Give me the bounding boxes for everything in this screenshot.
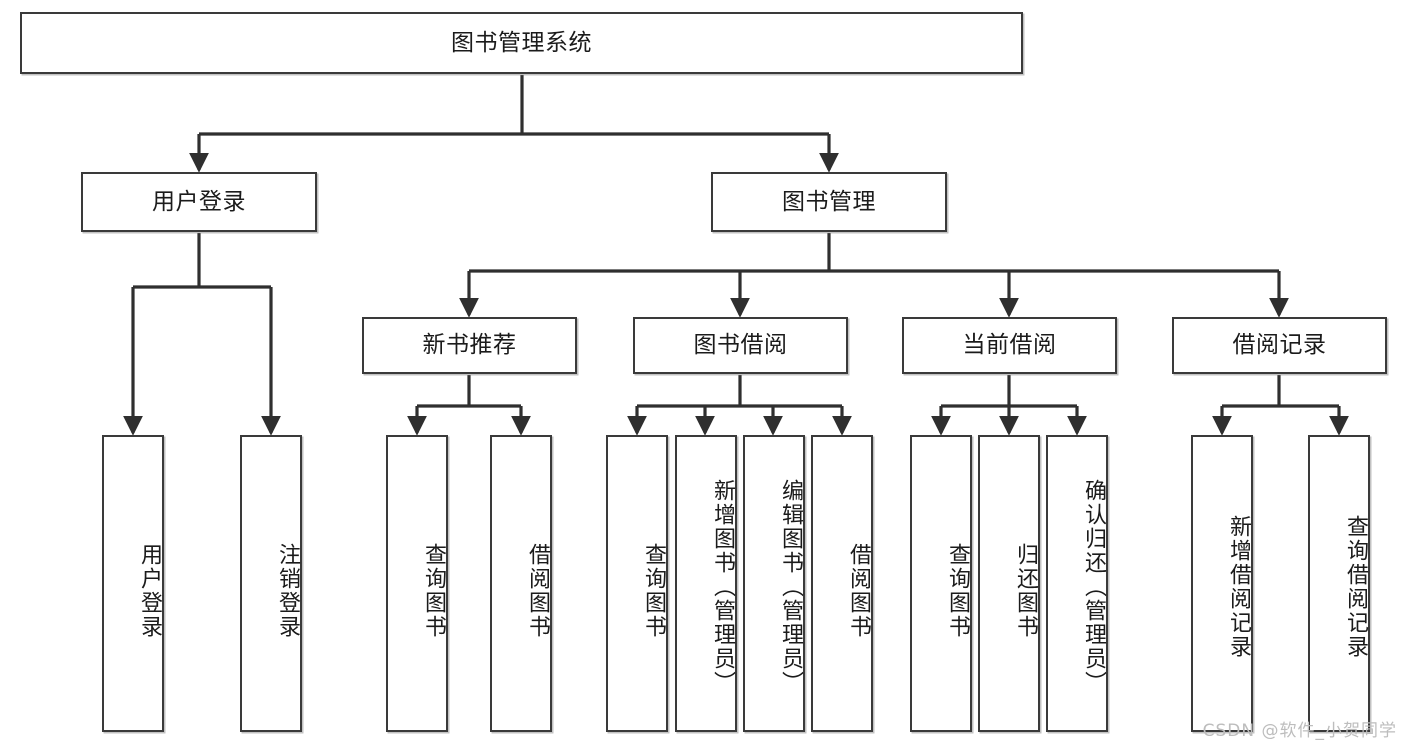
node-new-book-recommend[interactable]: 新书推荐 <box>362 317 577 374</box>
node-borrow-record[interactable]: 借阅记录 <box>1172 317 1387 374</box>
leaf-borrow-book-2[interactable]: 借阅图书 <box>811 435 873 732</box>
leaf-query-book-3[interactable]: 查询图书 <box>910 435 972 732</box>
node-root[interactable]: 图书管理系统 <box>20 12 1023 74</box>
node-user-login[interactable]: 用户登录 <box>81 172 317 232</box>
leaf-add-book-label: 新增图书（管理员） <box>710 478 735 695</box>
node-book-management-label: 图书管理 <box>782 188 876 215</box>
leaf-query-book-3-label: 查询图书 <box>945 542 970 639</box>
leaf-user-login[interactable]: 用户登录 <box>102 435 164 732</box>
leaf-borrow-book-2-label: 借阅图书 <box>846 542 871 639</box>
leaf-add-record[interactable]: 新增借阅记录 <box>1191 435 1253 732</box>
leaf-return-book[interactable]: 归还图书 <box>978 435 1040 732</box>
node-book-borrow[interactable]: 图书借阅 <box>633 317 848 374</box>
leaf-query-book-2[interactable]: 查询图书 <box>606 435 668 732</box>
leaf-query-record-label: 查询借阅记录 <box>1343 514 1368 659</box>
leaf-add-record-label: 新增借阅记录 <box>1226 514 1251 659</box>
leaf-borrow-book-1-label: 借阅图书 <box>525 542 550 639</box>
leaf-query-record[interactable]: 查询借阅记录 <box>1308 435 1370 732</box>
leaf-query-book-1[interactable]: 查询图书 <box>386 435 448 732</box>
leaf-query-book-2-label: 查询图书 <box>641 542 666 639</box>
csdn-watermark: CSDN @软件_小贺同学 <box>1202 721 1397 741</box>
node-book-management[interactable]: 图书管理 <box>711 172 947 232</box>
leaf-user-login-label: 用户登录 <box>137 542 162 639</box>
node-book-borrow-label: 图书借阅 <box>693 332 788 359</box>
leaf-borrow-book-1[interactable]: 借阅图书 <box>490 435 552 732</box>
leaf-query-book-1-label: 查询图书 <box>421 542 446 639</box>
leaf-confirm-return-label: 确认归还（管理员） <box>1081 478 1106 695</box>
node-new-book-recommend-label: 新书推荐 <box>422 332 517 359</box>
node-current-borrow-label: 当前借阅 <box>962 332 1057 359</box>
node-user-login-label: 用户登录 <box>152 188 246 215</box>
node-borrow-record-label: 借阅记录 <box>1232 332 1327 359</box>
leaf-edit-book[interactable]: 编辑图书（管理员） <box>743 435 805 732</box>
leaf-confirm-return[interactable]: 确认归还（管理员） <box>1046 435 1108 732</box>
leaf-logout-login[interactable]: 注销登录 <box>240 435 302 732</box>
node-root-label: 图书管理系统 <box>451 29 592 56</box>
node-current-borrow[interactable]: 当前借阅 <box>902 317 1117 374</box>
leaf-return-book-label: 归还图书 <box>1013 542 1038 639</box>
leaf-edit-book-label: 编辑图书（管理员） <box>778 478 803 695</box>
leaf-add-book[interactable]: 新增图书（管理员） <box>675 435 737 732</box>
leaf-logout-login-label: 注销登录 <box>275 542 300 639</box>
